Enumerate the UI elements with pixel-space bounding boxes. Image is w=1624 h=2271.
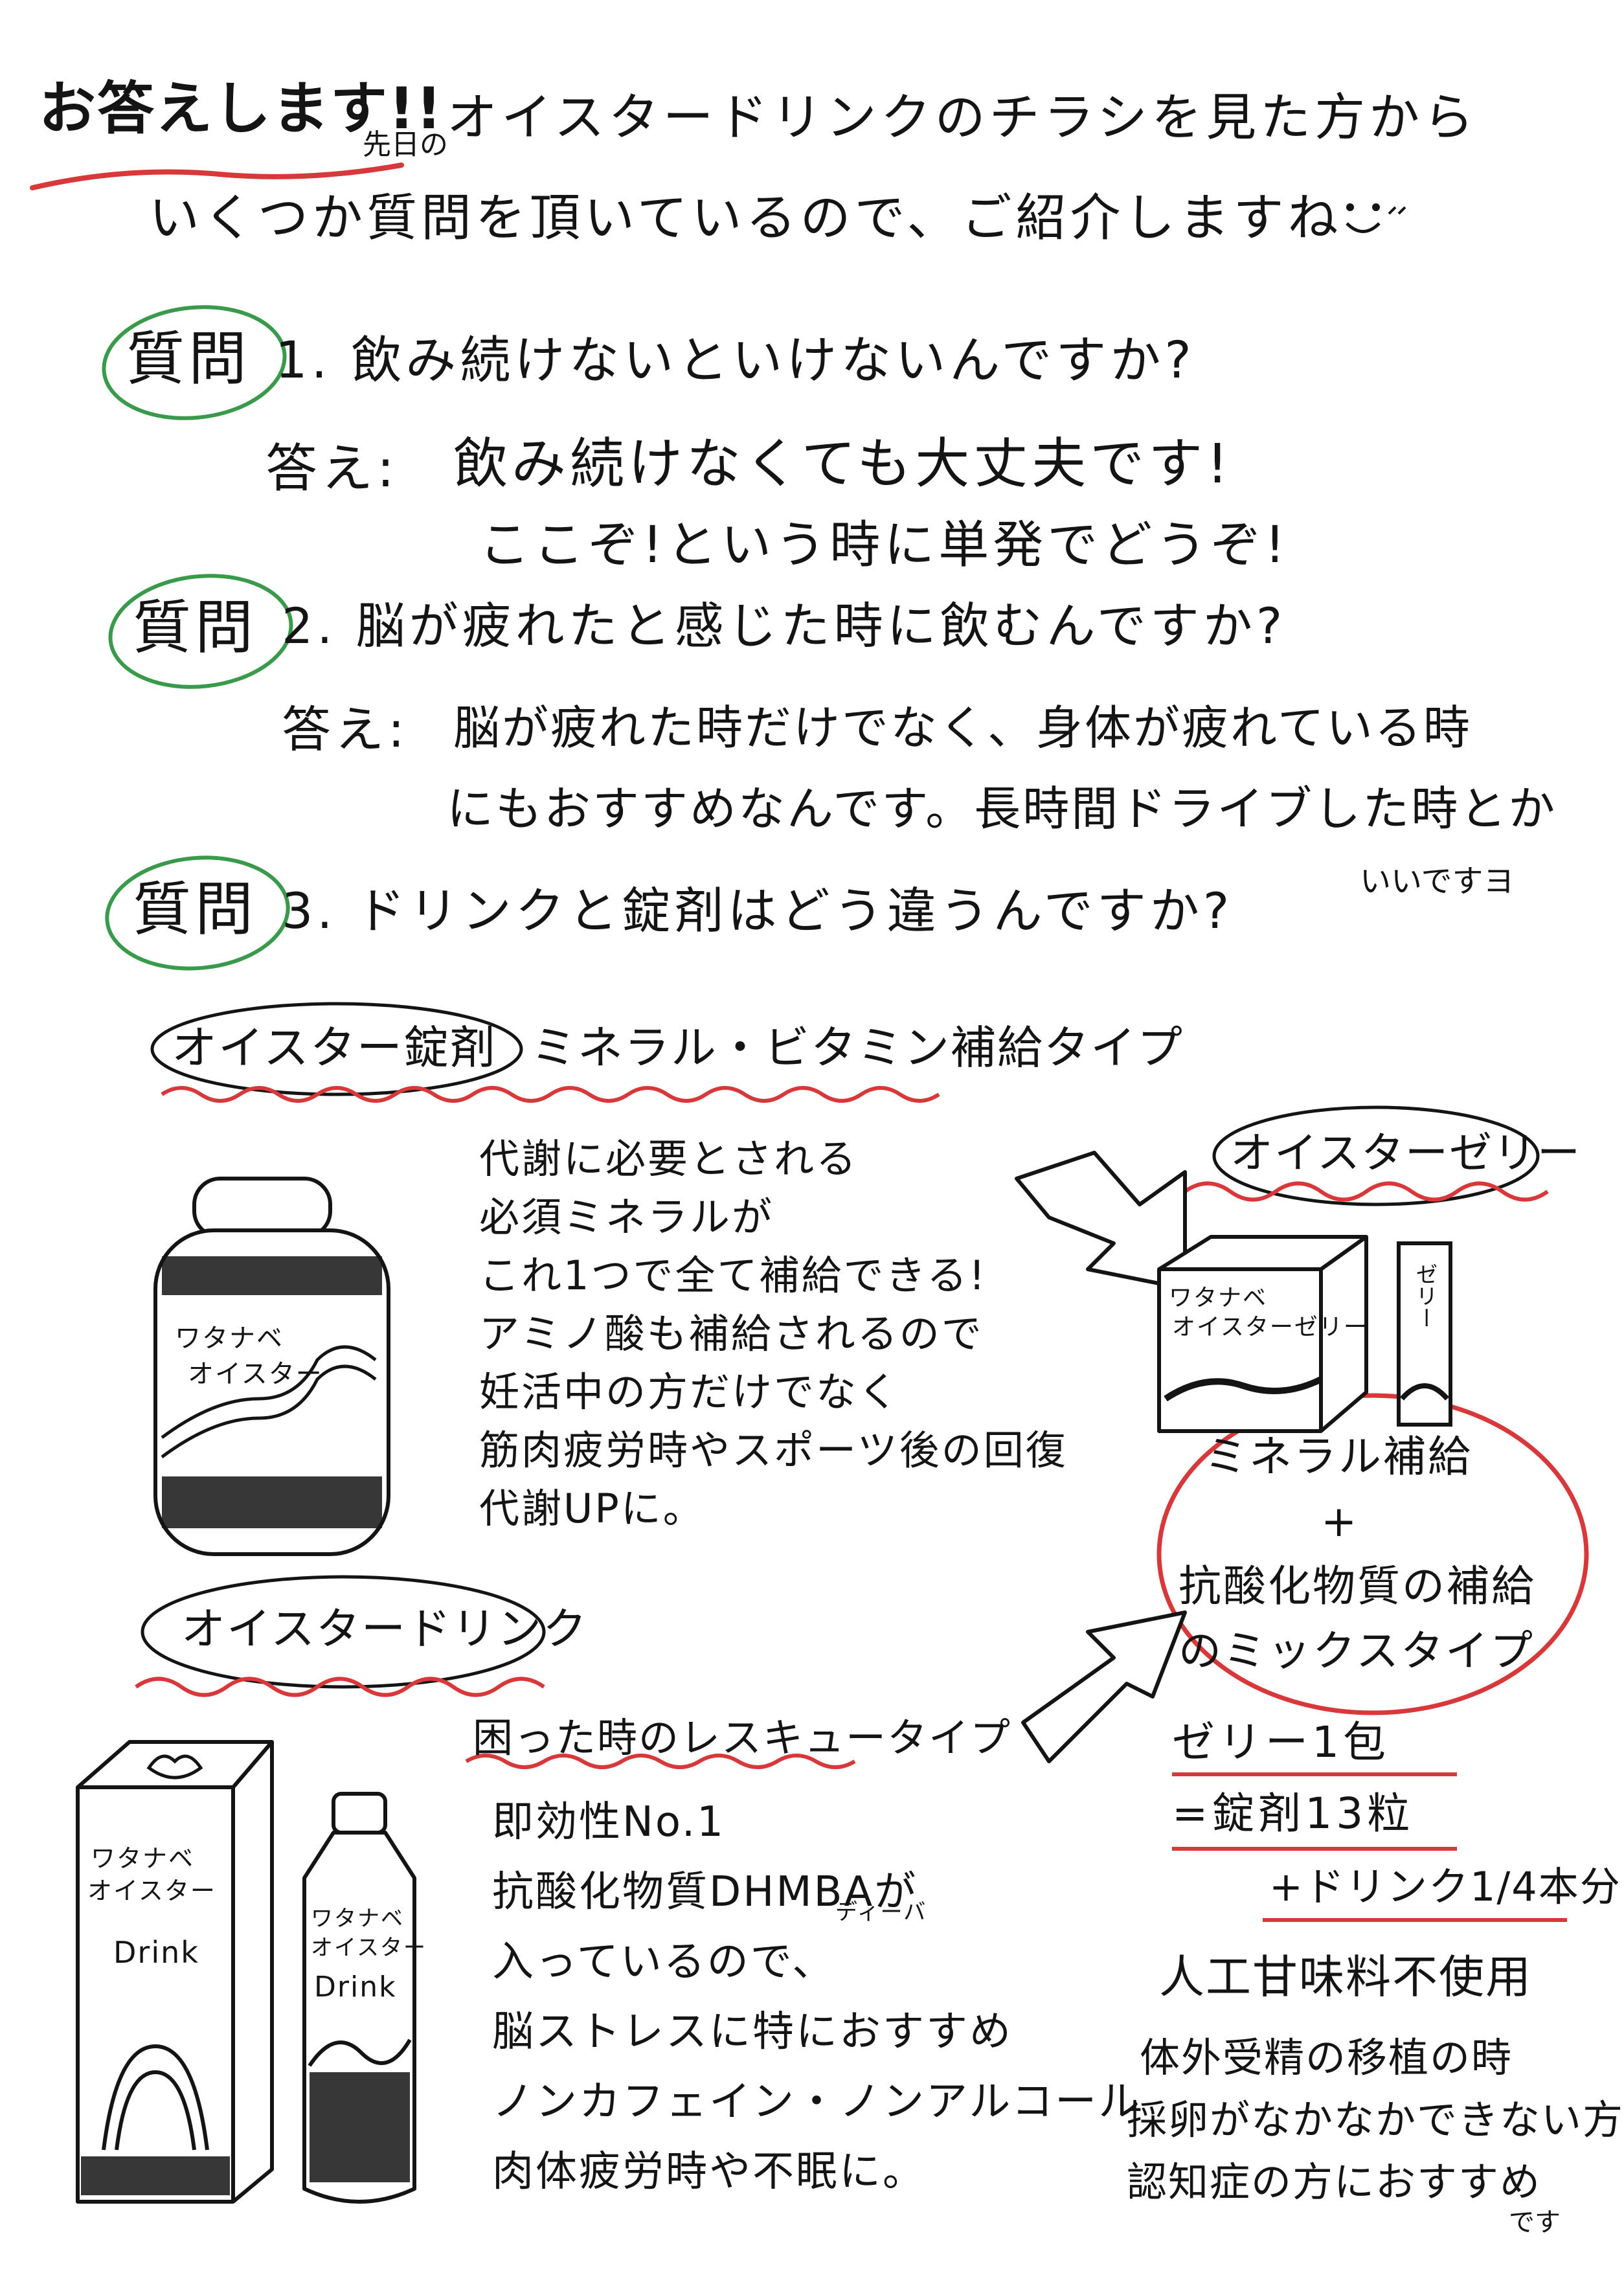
tablet-bottle-label-2: オイスター <box>188 1359 323 1389</box>
jelly-desc-line: + <box>1321 1497 1359 1546</box>
drink-box-icon <box>76 1740 274 2204</box>
drink-box-label-2: オイスター <box>87 1877 216 1905</box>
question-label-1: 質問 <box>126 325 251 393</box>
jelly-description-circle <box>1156 1393 1589 1715</box>
jelly-recommend: 体外受精の移植の時 採卵がなかなかできない方 認知症の方におすすめ <box>1127 2027 1624 2213</box>
tablet-desc-line: これ1つで全て補給できる! <box>479 1252 987 1299</box>
drink-description: 即効性No.1 抗酸化物質DHMBAが 入っているので、 脳ストレスに特におすす… <box>492 1787 1142 2207</box>
jelly-box-label-1: ワタナベ <box>1169 1285 1268 1311</box>
jelly-note: 人工甘味料不使用 <box>1159 1950 1532 2004</box>
jelly-desc-line: のミックスタイプ <box>1179 1626 1535 1676</box>
drink-ruby: ディーバ <box>835 1899 927 1925</box>
header-line-1: オイスタードリンクのチラシを見た方から <box>447 89 1478 147</box>
tablet-desc-line: 筋肉疲労時やスポーツ後の回復 <box>479 1427 1068 1474</box>
drink-desc-line: 抗酸化物質DHMBAが <box>492 1868 918 1916</box>
smiley-icon <box>1346 203 1406 233</box>
drink-bottle-label-1: ワタナベ <box>311 1906 404 1932</box>
drink-underline <box>135 1677 545 1697</box>
jelly-stick-label: ゼリー <box>1412 1263 1438 1329</box>
jelly-recommend-line: 体外受精の移植の時 <box>1140 2034 1513 2081</box>
jelly-desc-line: 抗酸化物質の補給 <box>1179 1561 1536 1611</box>
tablet-desc-line: 必須ミネラルが <box>479 1193 774 1241</box>
jelly-box-label-2: オイスターゼリー <box>1172 1314 1368 1340</box>
tablet-desc-line: 代謝に必要とされる <box>479 1135 859 1182</box>
tablet-name: オイスター錠剤 <box>172 1021 497 1074</box>
answer-1-line-2: ここぞ!という時に単発でどうぞ! <box>479 516 1289 574</box>
drink-desc-line: ノンカフェイン・ノンアルコール <box>492 2078 1142 2126</box>
jelly-recommend-line: 認知症の方におすすめ <box>1127 2158 1542 2206</box>
jelly-recommend-tail: です <box>1509 2208 1561 2237</box>
tablet-desc-line: アミノ酸も補給されるので <box>479 1310 984 1357</box>
answer-label-2: 答え: <box>282 701 409 758</box>
tablet-underline <box>161 1086 940 1103</box>
answer-1-line-1: 飲み続けなくても大丈夫です! <box>453 432 1232 495</box>
question-circle-1 <box>102 305 287 420</box>
jelly-desc-line: ミネラル補給 <box>1204 1432 1472 1482</box>
question-text-3: 3. ドリンクと錠剤はどう違うんですか? <box>282 882 1234 940</box>
question-text-2: 2. 脳が疲れたと感じた時に飲むんですか? <box>282 597 1287 655</box>
tablet-desc-line: 妊活中の方だけでなく <box>479 1368 901 1416</box>
drink-desc-line: 脳ストレスに特におすすめ <box>492 2008 1013 2056</box>
drink-name-oval <box>141 1575 546 1689</box>
drink-desc-line: 肉体疲労時や不眠に。 <box>492 2148 926 2196</box>
drink-box-label-1: ワタナベ <box>91 1844 195 1873</box>
jelly-name: オイスターゼリー <box>1230 1128 1582 1178</box>
tablet-bottle-icon <box>153 1177 390 1556</box>
drink-box-label-3: Drink <box>113 1935 199 1970</box>
jelly-equivalence-1: ゼリー1包 <box>1172 1717 1390 1767</box>
drink-desc-line: 入っているので、 <box>492 1938 836 1986</box>
jelly-box-icon <box>1157 1235 1368 1433</box>
question-circle-3 <box>105 855 290 971</box>
question-label-3: 質問 <box>133 876 257 943</box>
question-text-1: 1. 飲み続けないといけないんですか? <box>275 332 1195 390</box>
jelly-stick-icon <box>1397 1241 1452 1427</box>
title-underline <box>30 163 404 190</box>
answer-2-line-1: 脳が疲れた時だけでなく、身体が疲れている時 <box>453 701 1472 755</box>
answer-label-1: 答え: <box>265 438 398 499</box>
answer-2-line-2: にもおすすめなんです。長時間ドライブした時とか <box>447 782 1557 836</box>
tablet-bottle-label-1: ワタナベ <box>175 1324 284 1353</box>
drink-bottle-label-2: オイスター <box>311 1935 427 1961</box>
tablet-description: 代謝に必要とされる 必須ミネラルが これ1つで全て補給できる! アミノ酸も補給さ… <box>479 1130 1068 1538</box>
drink-bottle-label-3: Drink <box>314 1971 397 2004</box>
jelly-equivalence-2: =錠剤13粒 <box>1172 1789 1414 1838</box>
arrow-drink-to-jelly-icon <box>1021 1610 1187 1763</box>
page-title: お答えします!! <box>39 75 444 142</box>
tablet-type: ミネラル・ビタミン補給タイプ <box>531 1021 1184 1074</box>
header-prefix: 先日の <box>363 128 448 161</box>
tablet-desc-line: 代謝UPに。 <box>479 1485 705 1532</box>
tablet-name-oval <box>150 1002 523 1096</box>
drink-bottle-icon <box>302 1792 416 2204</box>
answer-2-tail: いいですヨ <box>1360 863 1515 899</box>
jelly-underline <box>1184 1181 1549 1202</box>
question-circle-2 <box>108 574 293 689</box>
jelly-equivalence-3: +ドリンク1/4本分 <box>1269 1863 1621 1910</box>
question-label-2: 質問 <box>133 594 257 662</box>
drink-type: 困った時のレスキュータイプ <box>473 1714 1012 1761</box>
drink-desc-line: 即効性No.1 <box>492 1798 725 1846</box>
drink-type-underline <box>465 1754 856 1769</box>
jelly-name-oval <box>1212 1105 1540 1206</box>
drink-name: オイスタードリンク <box>181 1604 588 1655</box>
jelly-recommend-line: 採卵がなかなかできない方 <box>1127 2096 1624 2143</box>
jelly-description: ミネラル補給 + 抗酸化物質の補給 のミックスタイプ <box>1179 1425 1567 1684</box>
header-line-2: いくつか質問を頂いているので、ご紹介しますね <box>149 189 1342 247</box>
